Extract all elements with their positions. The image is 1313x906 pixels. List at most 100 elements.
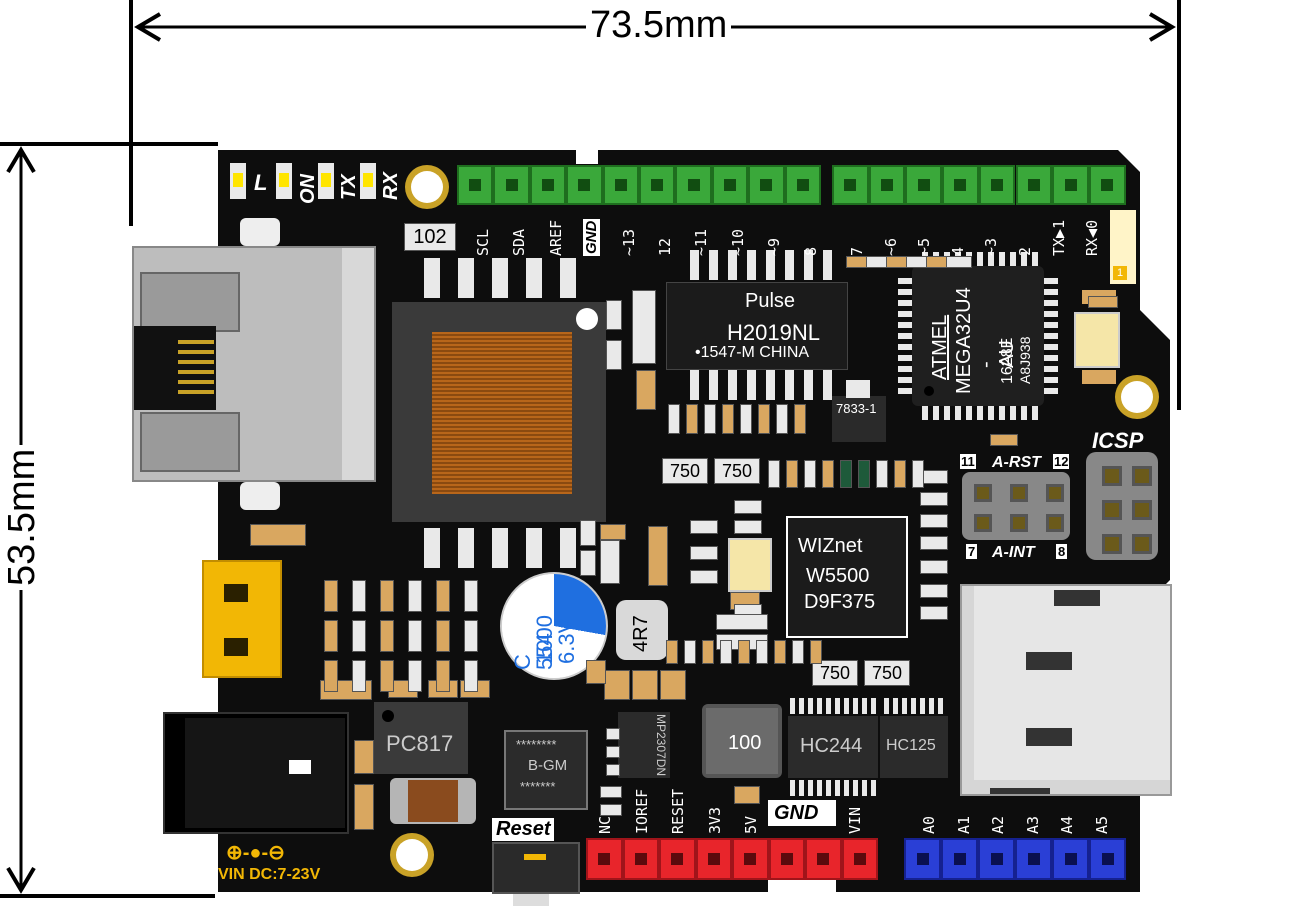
smd-part xyxy=(920,606,948,620)
header-top-right-pin[interactable] xyxy=(905,165,943,205)
header-analog-pin[interactable] xyxy=(1089,838,1126,880)
smd-resistor xyxy=(352,580,366,612)
header-power-pin[interactable] xyxy=(695,838,732,880)
icsp-pin[interactable] xyxy=(1102,466,1122,486)
header-top-left-pin[interactable] xyxy=(711,165,749,205)
header-top-left-pin[interactable] xyxy=(493,165,530,205)
pulse-pin xyxy=(785,250,794,280)
header-top-left-pin[interactable] xyxy=(784,165,821,205)
buck-line-2: B-GM xyxy=(528,757,568,774)
icsp-header xyxy=(1086,452,1158,560)
smd-led xyxy=(858,460,870,488)
header-top-left-pin[interactable] xyxy=(602,165,639,205)
smd-part xyxy=(354,740,374,774)
smd-resistor xyxy=(720,640,732,664)
header-top-left-pin[interactable] xyxy=(639,165,676,205)
header-top-left-label: AREF xyxy=(546,219,565,256)
buffer-pin xyxy=(808,698,813,714)
smd-resistor xyxy=(352,660,366,692)
jumper-pin[interactable] xyxy=(974,484,992,502)
icsp-pin[interactable] xyxy=(1132,466,1152,486)
mcu-pin xyxy=(1044,300,1058,306)
header-top-left-pin[interactable] xyxy=(748,165,785,205)
inductor-100: 100 xyxy=(702,704,782,778)
header-power-pin[interactable] xyxy=(732,838,769,880)
buck-chip: ******** B-GM ******* xyxy=(504,730,588,810)
header-top-left-label: ~9 xyxy=(765,237,784,256)
mcu-pin xyxy=(898,333,912,339)
dc-barrel-jack xyxy=(163,712,349,834)
buffer-pin xyxy=(835,780,840,796)
smd-resistor xyxy=(436,620,450,652)
icsp-pin[interactable] xyxy=(1102,500,1122,520)
header-power-pin[interactable] xyxy=(622,838,659,880)
header-top-left-label: ~10 xyxy=(728,228,747,256)
mcu-pin xyxy=(1010,406,1016,420)
header-analog-pin[interactable] xyxy=(1015,838,1052,880)
buffer-pin xyxy=(929,698,934,714)
jumper-pin[interactable] xyxy=(1010,484,1028,502)
icsp-pin-11: 11 xyxy=(960,454,976,469)
coil-pad xyxy=(526,528,542,568)
icsp-pin[interactable] xyxy=(1132,534,1152,554)
header-top-left-pin[interactable] xyxy=(529,165,567,205)
smd-resistor xyxy=(436,660,450,692)
resistor-array-4: 750 xyxy=(864,660,910,686)
mcu-pin xyxy=(988,406,994,420)
header-top-right-pin[interactable] xyxy=(978,165,1016,205)
icsp-pin[interactable] xyxy=(1102,534,1122,554)
smd-part xyxy=(920,560,948,574)
wiznet-brand: WIZnet xyxy=(798,535,863,557)
icsp-pin[interactable] xyxy=(1132,500,1152,520)
jumper-pin[interactable] xyxy=(1046,484,1064,502)
header-top-left-label: ~11 xyxy=(692,228,711,256)
header-top-left-pin[interactable] xyxy=(675,165,712,205)
coil-pad xyxy=(492,528,508,568)
smd-resistor xyxy=(756,640,768,664)
jumper-pin[interactable] xyxy=(1010,514,1028,532)
header-power-pin[interactable] xyxy=(841,838,878,880)
header-top-right-pin[interactable] xyxy=(942,165,979,205)
smd-part xyxy=(580,550,596,576)
smd-led xyxy=(804,460,816,488)
header-analog-pin[interactable] xyxy=(941,838,978,880)
header-analog-pin[interactable] xyxy=(904,838,941,880)
jumper-pin[interactable] xyxy=(974,514,992,532)
header-top-right-pin[interactable] xyxy=(868,165,906,205)
cap-line-2: 1000 xyxy=(532,615,557,664)
mp-chip-label: MP2307DN xyxy=(654,714,668,777)
header-top-right-pin[interactable] xyxy=(832,165,869,205)
header-top-left-pin[interactable] xyxy=(566,165,603,205)
pulse-brand: Pulse xyxy=(745,290,796,312)
header-analog-pin[interactable] xyxy=(978,838,1015,880)
smd-resistor xyxy=(408,660,422,692)
smd-resistor xyxy=(666,640,678,664)
header-top-right-pin[interactable] xyxy=(1088,165,1126,205)
led-label-on: ON xyxy=(297,174,319,204)
buffer-pin xyxy=(817,780,822,796)
smd-resistor xyxy=(464,660,478,692)
header-power-pin[interactable] xyxy=(805,838,842,880)
header-power-pin[interactable] xyxy=(586,838,623,880)
header-power-pin[interactable] xyxy=(768,838,805,880)
header-analog-label: A5 xyxy=(1092,815,1111,834)
header-top-right-pin[interactable] xyxy=(1052,165,1089,205)
header-top-right xyxy=(832,165,1126,205)
header-power-pin[interactable] xyxy=(659,838,696,880)
buffer-pin xyxy=(790,698,795,714)
header-analog-pin[interactable] xyxy=(1052,838,1089,880)
mcu-pin xyxy=(944,406,950,420)
header-top-left-label: 12 xyxy=(656,237,674,256)
smd-resistor xyxy=(380,620,394,652)
inductor-4r7 xyxy=(616,600,668,660)
icsp-label-bottom: A-INT xyxy=(992,544,1035,561)
reset-button[interactable] xyxy=(492,842,580,894)
header-top-left-pin[interactable] xyxy=(457,165,494,205)
coil-pad xyxy=(526,258,542,298)
header-top-right-pin[interactable] xyxy=(1015,165,1053,205)
microsd-slot[interactable] xyxy=(960,584,1172,796)
jumper-pin[interactable] xyxy=(1046,514,1064,532)
mcu-pin xyxy=(898,344,912,350)
coil-pad xyxy=(458,528,474,568)
smd-part xyxy=(606,300,622,330)
